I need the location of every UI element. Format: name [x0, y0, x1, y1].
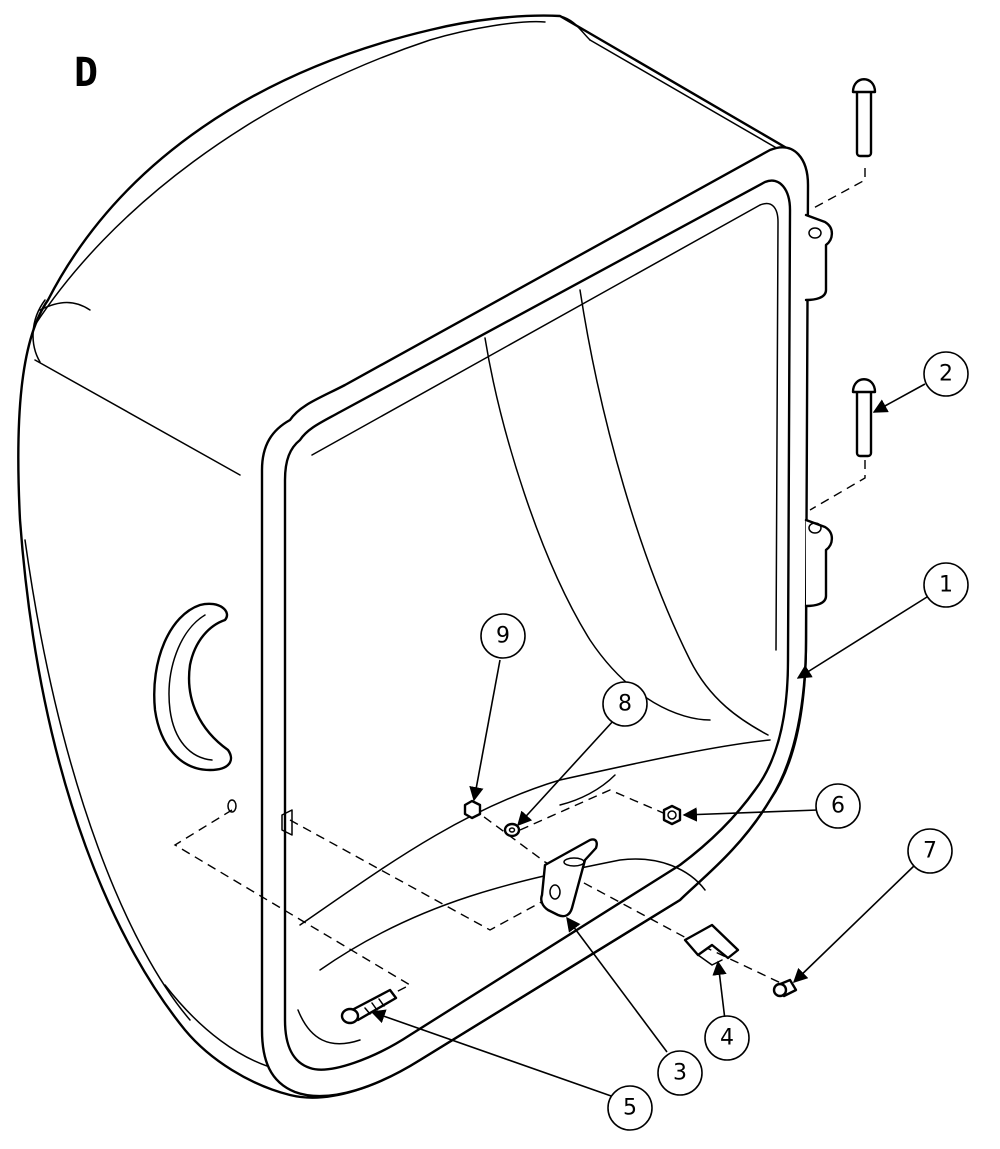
callout-2: 2 [923, 351, 969, 397]
callout-7: 7 [907, 828, 953, 874]
callout-8-label: 8 [618, 692, 632, 717]
latch-clip [683, 923, 740, 966]
hex-nut-left [463, 799, 482, 820]
callout-5-label: 5 [623, 1096, 637, 1121]
callout-1: 1 [923, 562, 969, 608]
callout-leaders [370, 383, 928, 1098]
callout-2-label: 2 [939, 362, 953, 387]
latch-screw [772, 978, 798, 998]
hex-nut-right [662, 804, 682, 826]
callout-6: 6 [815, 783, 861, 829]
callout-5: 5 [607, 1085, 653, 1131]
callout-9-label: 9 [496, 624, 510, 649]
hinge-pin-middle [851, 378, 877, 458]
callout-7-label: 7 [923, 839, 937, 864]
callout-3-label: 3 [673, 1061, 687, 1086]
figure-label: D [74, 50, 98, 96]
hinge-pin-top [851, 78, 877, 158]
latch-bracket [540, 838, 598, 918]
side-mount-hole [227, 799, 237, 813]
callout-4-label: 4 [720, 1026, 734, 1051]
bottom-screw [340, 988, 398, 1025]
callout-4: 4 [704, 1015, 750, 1061]
callout-9: 9 [480, 613, 526, 659]
callout-8: 8 [602, 681, 648, 727]
housing-body [17, 14, 834, 1099]
side-handle-recess [153, 602, 233, 772]
callout-6-label: 6 [831, 794, 845, 819]
callout-1-label: 1 [939, 573, 953, 598]
callout-3: 3 [657, 1050, 703, 1096]
washer [503, 822, 521, 838]
